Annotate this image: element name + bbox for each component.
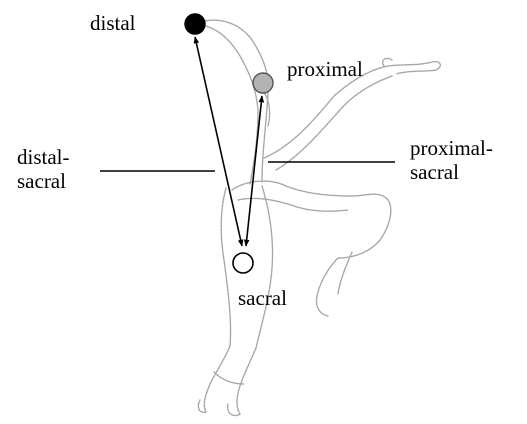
distal-sacral-label-line1: distal- (17, 146, 70, 168)
distal-label: distal (90, 12, 136, 34)
distal-sacral-arrow (195, 37, 242, 246)
distal-sacral-label-line2: sacral (17, 170, 66, 192)
proximal-marker (253, 73, 273, 93)
proximal-sacral-label-line1: proximal- (410, 137, 493, 159)
distal-marker (185, 14, 205, 34)
proximal-sacral-arrow (246, 96, 262, 246)
sacral-label: sacral (238, 287, 287, 309)
proximal-sacral-label-line2: sacral (410, 161, 459, 183)
proximal-label: proximal (287, 58, 363, 80)
sacral-marker (233, 253, 253, 273)
